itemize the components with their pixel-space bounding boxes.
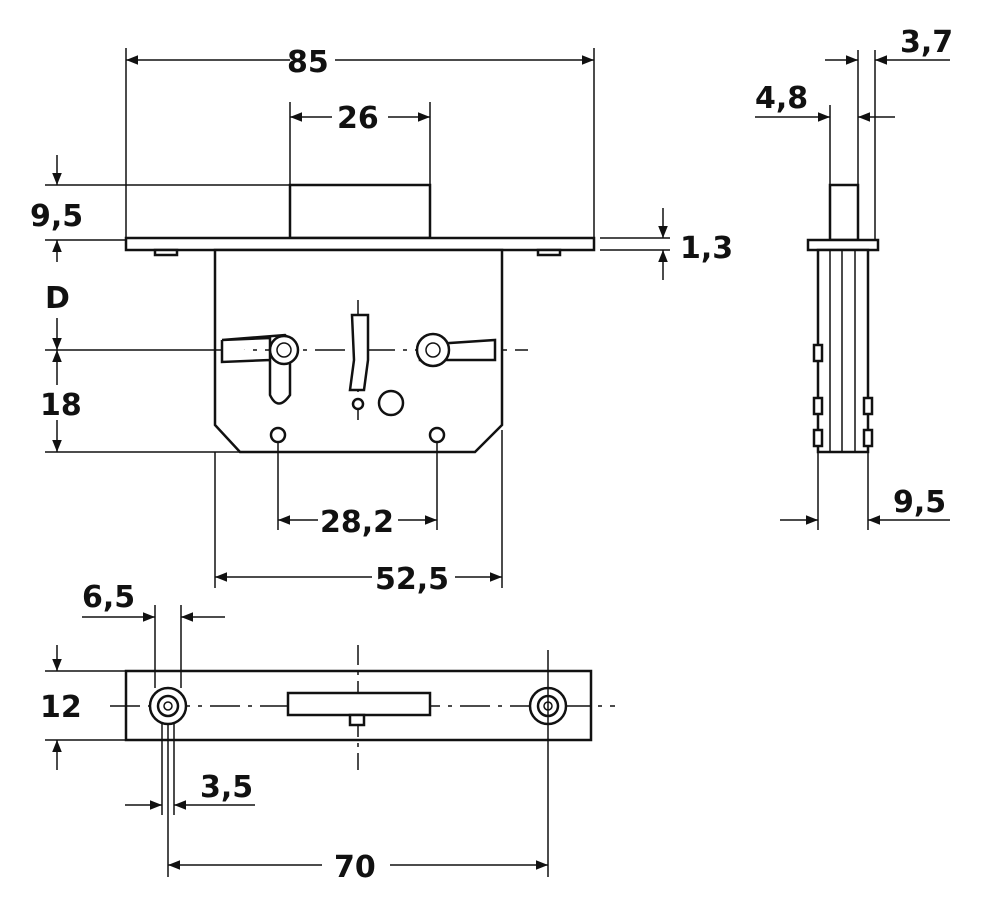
spindle-hole bbox=[377, 389, 405, 417]
faceplate-view: 6,5 12 3,5 70 bbox=[40, 580, 615, 885]
dim-28-2: 28,2 bbox=[320, 505, 394, 540]
dim-12: 12 bbox=[40, 690, 82, 725]
dim-3-7: 3,7 bbox=[900, 25, 953, 60]
hole bbox=[351, 397, 365, 411]
dim-52-5: 52,5 bbox=[375, 562, 449, 597]
dim-26: 26 bbox=[337, 101, 379, 136]
keyhole bbox=[348, 313, 370, 392]
fixing-hole-right bbox=[428, 426, 446, 444]
dim-85: 85 bbox=[287, 45, 329, 80]
faceplate-screw-left bbox=[153, 248, 179, 257]
dim-3-5: 3,5 bbox=[200, 770, 253, 805]
follower-right bbox=[415, 332, 497, 368]
dim-6-5: 6,5 bbox=[82, 580, 135, 615]
dim-side-9-5: 9,5 bbox=[893, 485, 946, 520]
dim-4-8: 4,8 bbox=[755, 81, 808, 116]
dim-9-5: 9,5 bbox=[30, 199, 83, 234]
front-view: 85 26 9,5 1,3 D 18 28,2 52,5 bbox=[30, 45, 733, 597]
fixing-hole-left bbox=[269, 426, 287, 444]
dim-18: 18 bbox=[40, 388, 82, 423]
bolt bbox=[288, 183, 432, 240]
side-view: 4,8 3,7 9,5 bbox=[755, 25, 953, 530]
follower-left bbox=[220, 333, 300, 405]
faceplate-screw-right bbox=[536, 248, 562, 257]
dim-70: 70 bbox=[334, 850, 376, 885]
faceplate bbox=[124, 236, 596, 252]
dim-1-3: 1,3 bbox=[680, 231, 733, 266]
dim-D: D bbox=[45, 281, 70, 316]
